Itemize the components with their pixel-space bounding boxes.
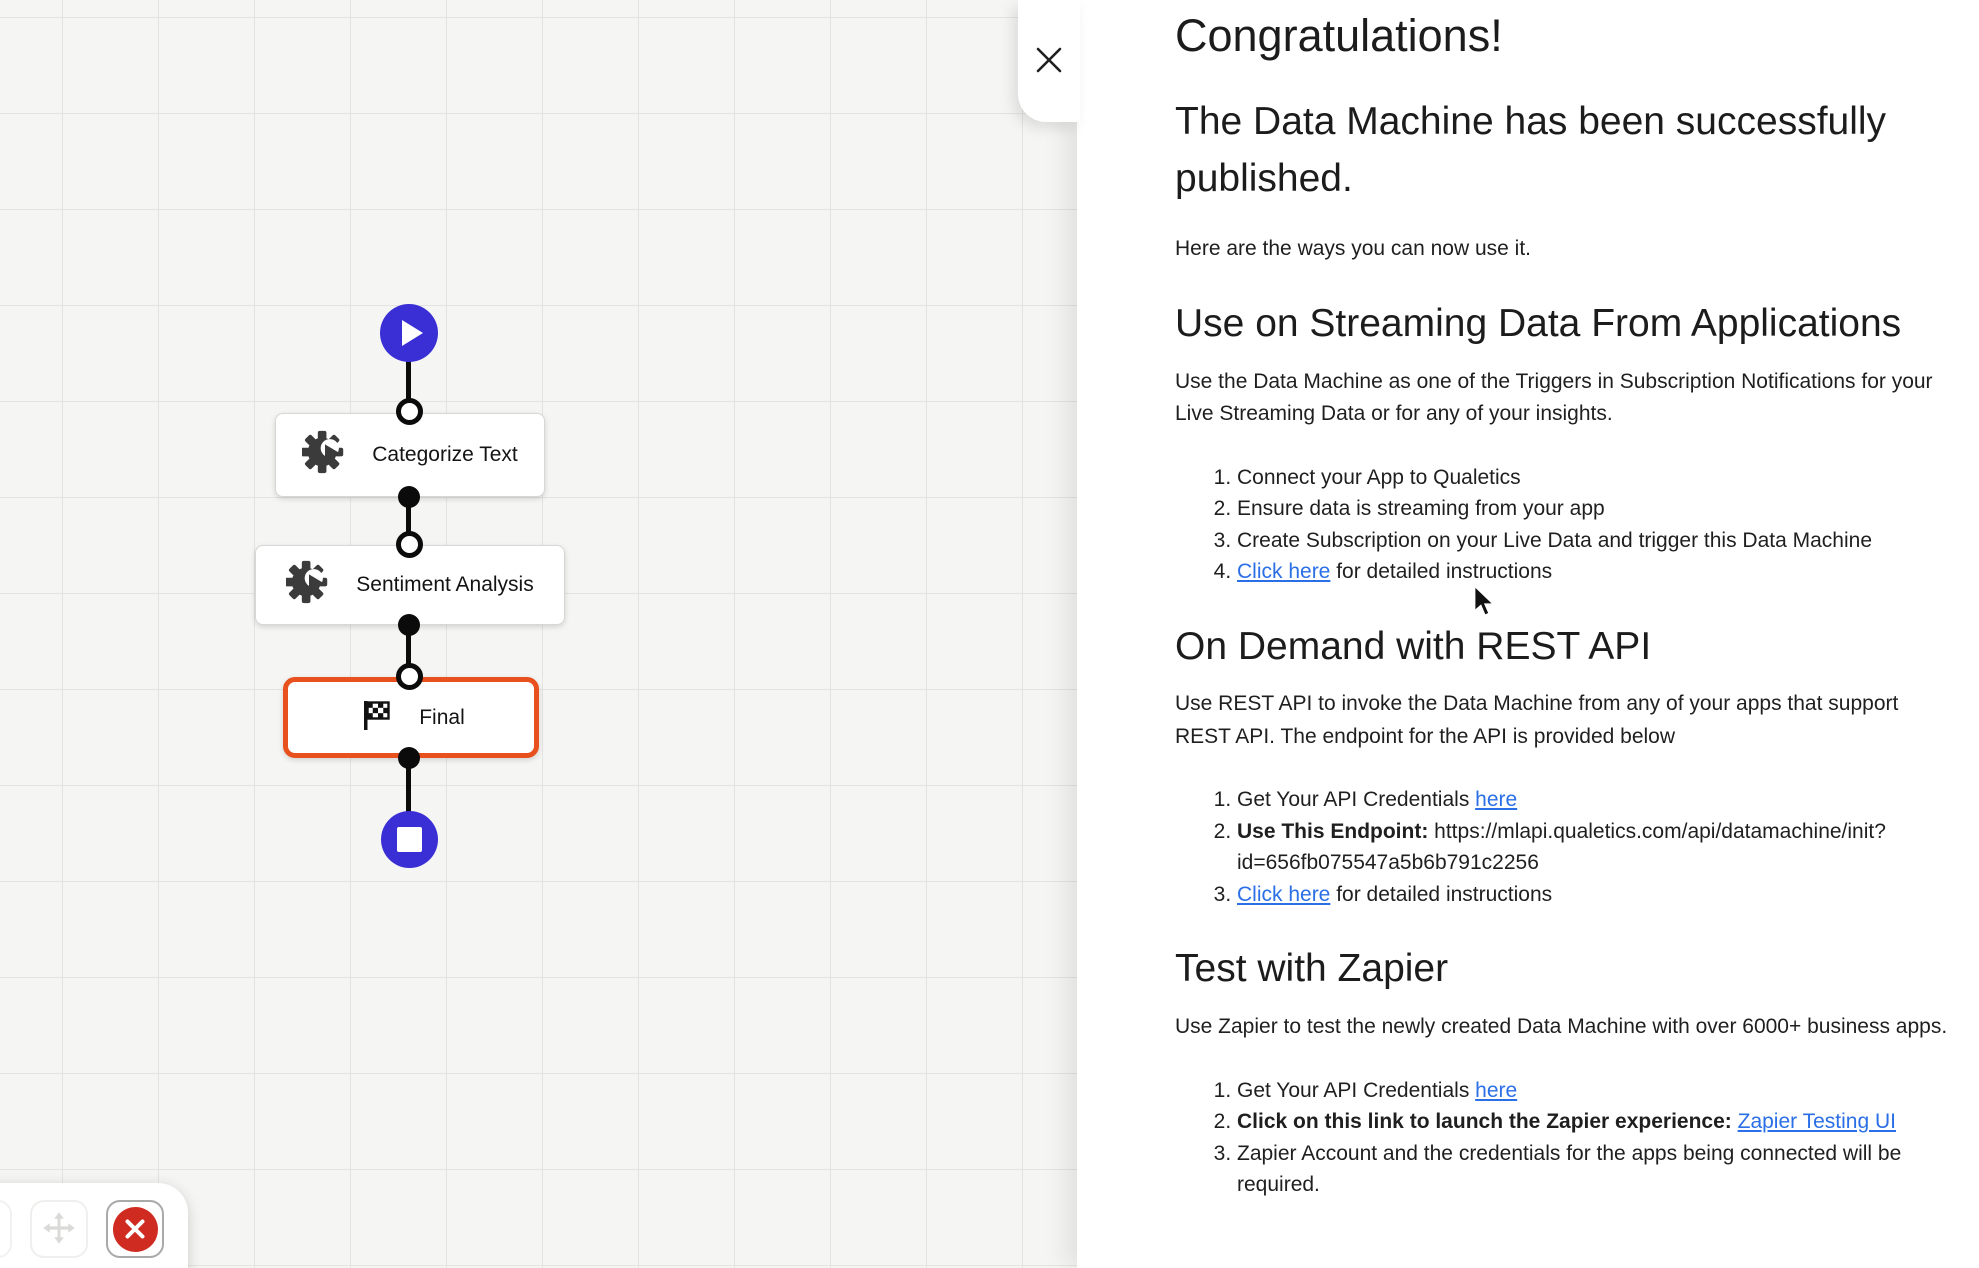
list-item: Connect your App to Qualetics xyxy=(1237,462,1957,494)
source-handle[interactable] xyxy=(398,614,420,636)
click-here-link[interactable]: Click here xyxy=(1237,560,1331,584)
checkered-flag-icon xyxy=(357,696,395,740)
section-title: Test with Zapier xyxy=(1175,947,1449,991)
congratulations-panel: Congratulations! The Data Machine has be… xyxy=(1077,0,1979,1268)
list-item: Click on this link to launch the Zapier … xyxy=(1237,1106,1957,1138)
target-handle[interactable] xyxy=(396,398,423,425)
section-description: Use REST API to invoke the Data Machine … xyxy=(1175,692,1899,748)
delete-x-icon xyxy=(112,1206,158,1252)
list-item: Click here for detailed instructions xyxy=(1237,556,1957,588)
node-final[interactable]: Final xyxy=(283,677,539,758)
move-icon xyxy=(41,1210,77,1249)
node-label: Final xyxy=(419,705,465,729)
play-icon xyxy=(402,320,423,346)
zapier-testing-ui-link[interactable]: Zapier Testing UI xyxy=(1737,1110,1896,1134)
node-sentiment-analysis[interactable]: Sentiment Analysis xyxy=(255,545,565,625)
section-zapier: Test with Zapier Use Zapier to test the … xyxy=(1175,944,1957,1200)
api-endpoint-url: https://mlapi.qualetics.com/api/datamach… xyxy=(1237,819,1886,875)
list-item: Click here for detailed instructions xyxy=(1237,879,1957,911)
panel-title: Congratulations! xyxy=(1175,10,1503,61)
panel-close-tab xyxy=(1018,0,1080,122)
gear-play-icon xyxy=(301,429,348,481)
here-link[interactable]: here xyxy=(1475,1078,1518,1102)
section-title: Use on Streaming Data From Applications xyxy=(1175,301,1902,345)
delete-button[interactable] xyxy=(106,1200,164,1258)
list-item: Get Your API Credentials here xyxy=(1237,1075,1957,1107)
list-item: Create Subscription on your Live Data an… xyxy=(1237,525,1957,557)
source-handle[interactable] xyxy=(398,486,420,508)
section-rest-api: On Demand with REST API Use REST API to … xyxy=(1175,622,1957,911)
stop-node[interactable] xyxy=(381,811,438,868)
node-categorize-text[interactable]: Categorize Text xyxy=(275,413,545,497)
target-handle[interactable] xyxy=(396,663,423,690)
node-label: Categorize Text xyxy=(372,443,518,466)
start-node[interactable] xyxy=(380,304,438,362)
close-panel-button[interactable] xyxy=(1026,38,1072,84)
list-item: Get Your API Credentials here xyxy=(1237,784,1957,816)
list-item: Use This Endpoint: https://mlapi.qualeti… xyxy=(1237,816,1957,879)
node-label: Sentiment Analysis xyxy=(356,573,534,596)
here-link[interactable]: here xyxy=(1475,788,1518,812)
section-description: Use the Data Machine as one of the Trigg… xyxy=(1175,369,1933,426)
mouse-cursor xyxy=(1470,584,1498,622)
close-icon xyxy=(1032,43,1066,80)
section-title: On Demand with REST API xyxy=(1175,624,1652,668)
section-streaming: Use on Streaming Data From Applications … xyxy=(1175,299,1957,588)
stop-icon xyxy=(397,827,422,852)
section-description: Use Zapier to test the newly created Dat… xyxy=(1175,1015,1948,1039)
source-handle[interactable] xyxy=(398,747,420,769)
list-item: Ensure data is streaming from your app xyxy=(1237,493,1957,525)
panel-subtitle: The Data Machine has been successfully p… xyxy=(1175,100,1887,200)
panel-intro: Here are the ways you can now use it. xyxy=(1175,237,1532,261)
instruction-list: Connect your App to Qualetics Ensure dat… xyxy=(1175,462,1957,588)
instruction-list: Get Your API Credentials here Click on t… xyxy=(1175,1075,1957,1201)
move-button[interactable] xyxy=(30,1200,88,1258)
toolbar-partial-button[interactable] xyxy=(0,1200,12,1258)
instruction-list: Get Your API Credentials here Use This E… xyxy=(1175,784,1957,910)
list-item: Zapier Account and the credentials for t… xyxy=(1237,1138,1957,1201)
click-here-link[interactable]: Click here xyxy=(1237,882,1331,906)
gear-play-icon xyxy=(285,559,332,611)
target-handle[interactable] xyxy=(396,531,423,558)
